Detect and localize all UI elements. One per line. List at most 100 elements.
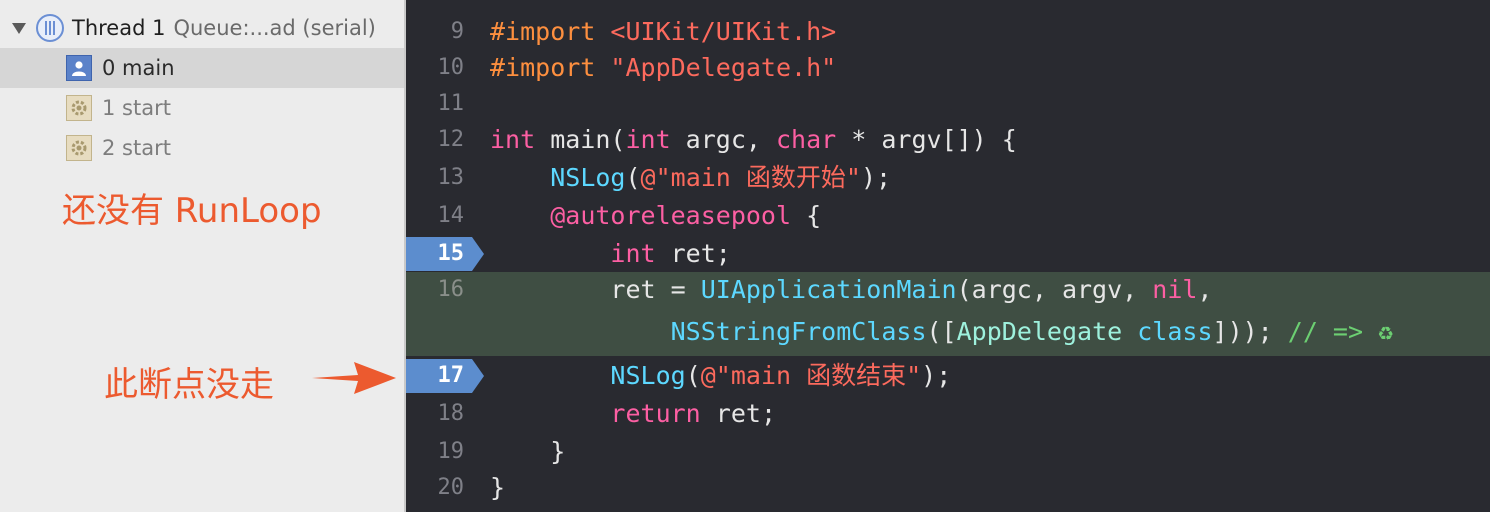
code-token: ret; <box>655 239 731 268</box>
code-line[interactable]: 16 ret = UIApplicationMain(argc, argv, n… <box>406 272 1490 308</box>
code-token: { <box>791 201 822 230</box>
line-number: 19 <box>437 439 465 464</box>
code-token: return <box>610 399 701 428</box>
stack-frame-row[interactable]: 1 start <box>0 88 404 128</box>
stack-frame-row[interactable]: 0 main <box>0 48 404 88</box>
code-line[interactable]: 15 int ret; <box>406 236 1490 272</box>
debug-navigator: Thread 1 Queue:...ad (serial) 0 main 1 s… <box>0 0 404 512</box>
code-token: (argc, argv, <box>956 275 1153 304</box>
code-text: int main(int argc, char * argv[]) { <box>490 122 1017 158</box>
code-text: return ret; <box>490 396 776 432</box>
recycle-icon: ♻ <box>1378 317 1394 346</box>
code-line[interactable]: 10 #import "AppDelegate.h" <box>406 50 1490 86</box>
line-number: 14 <box>437 203 465 228</box>
line-number: 9 <box>450 19 464 44</box>
code-token: @autoreleasepool <box>550 201 792 230</box>
code-token: } <box>490 473 506 502</box>
code-token <box>490 317 671 346</box>
code-editor[interactable]: 9 #import <UIKit/UIKit.h> 10 #import "AppDe… <box>406 0 1490 512</box>
code-line[interactable]: 14 @autoreleasepool { <box>406 198 1490 234</box>
code-text: #import <UIKit/UIKit.h> <box>490 14 836 50</box>
code-token: ); <box>921 361 952 390</box>
line-number: 10 <box>437 55 465 80</box>
code-token: ([ <box>926 317 957 346</box>
stack-frame-label: 1 start <box>102 96 171 120</box>
stack-frame-row[interactable]: 2 start <box>0 128 404 168</box>
stack-frame-label: 2 start <box>102 136 171 160</box>
code-text: int ret; <box>490 236 731 272</box>
code-token: int <box>490 125 536 154</box>
code-token: @"main 函数结束" <box>700 361 922 390</box>
code-line[interactable]: 13 NSLog(@"main 函数开始"); <box>406 160 1490 196</box>
code-text: @autoreleasepool { <box>490 198 821 234</box>
code-line[interactable]: 9 #import <UIKit/UIKit.h> <box>406 14 1490 50</box>
code-token: } <box>490 437 566 466</box>
code-token: int <box>610 239 656 268</box>
code-token: @"main 函数开始" <box>640 163 861 192</box>
code-token: "AppDelegate.h" <box>610 53 837 82</box>
code-text: NSStringFromClass([AppDelegate class]));… <box>490 314 1394 350</box>
stack-frame-label: 0 main <box>102 56 175 80</box>
code-line[interactable]: 19 } <box>406 434 1490 470</box>
line-number: 16 <box>437 277 465 302</box>
thread-queue: Queue:...ad (serial) <box>173 16 376 40</box>
gear-frame-icon <box>66 135 92 161</box>
pane-divider[interactable] <box>404 0 406 512</box>
arrow-right-icon <box>312 362 396 394</box>
thread-row[interactable]: Thread 1 Queue:...ad (serial) <box>0 8 404 48</box>
line-number: 12 <box>437 127 465 152</box>
code-token <box>490 163 550 192</box>
line-number: 15 <box>437 241 465 266</box>
code-token: <UIKit/UIKit.h> <box>610 17 837 46</box>
code-token: #import <box>490 53 611 82</box>
code-line[interactable]: 12 int main(int argc, char * argv[]) { <box>406 122 1490 158</box>
code-token: int <box>625 125 671 154</box>
code-token <box>490 361 610 390</box>
code-token <box>490 239 610 268</box>
code-token <box>490 399 610 428</box>
code-line[interactable]: 11 <box>406 86 1490 122</box>
runloop-annotation: 还没有 RunLoop <box>62 191 322 231</box>
code-token: // => <box>1287 317 1379 346</box>
thread-name: Thread 1 <box>72 16 166 40</box>
gear-frame-icon <box>66 95 92 121</box>
breakpoint-annotation: 此断点没走 <box>104 365 274 405</box>
code-token: AppDelegate <box>956 317 1123 346</box>
code-token: ret = <box>490 275 701 304</box>
code-line[interactable]: 18 return ret; <box>406 396 1490 432</box>
code-line[interactable]: NSStringFromClass([AppDelegate class]));… <box>406 314 1490 350</box>
code-token: char <box>775 125 837 154</box>
line-number: 20 <box>437 475 465 500</box>
code-line[interactable]: 20} <box>406 470 1490 506</box>
code-line[interactable]: 17 NSLog(@"main 函数结束"); <box>406 358 1490 394</box>
code-text: NSLog(@"main 函数结束"); <box>490 358 951 394</box>
code-token: argc, <box>670 125 776 154</box>
current-line-highlight <box>406 272 1490 356</box>
line-number: 18 <box>437 401 465 426</box>
code-token: ret; <box>700 399 776 428</box>
code-token <box>1122 317 1137 346</box>
code-text: } <box>490 470 505 506</box>
code-token: NSLog <box>550 163 626 192</box>
code-text: #import "AppDelegate.h" <box>490 50 836 86</box>
code-token: main( <box>535 125 626 154</box>
code-token: nil <box>1152 275 1198 304</box>
code-token: #import <box>490 17 611 46</box>
code-token: NSLog <box>610 361 686 390</box>
line-number: 13 <box>437 165 465 190</box>
code-token: ])); <box>1212 317 1288 346</box>
code-token: class <box>1137 317 1213 346</box>
code-token: ); <box>860 163 892 192</box>
code-token: ( <box>625 163 641 192</box>
code-token: * argv[]) { <box>836 125 1017 154</box>
breakpoint-marker-icon[interactable] <box>406 236 484 272</box>
thread-icon <box>36 14 64 42</box>
user-frame-icon <box>66 55 92 81</box>
code-text: NSLog(@"main 函数开始"); <box>490 160 891 196</box>
line-number: 17 <box>437 363 465 388</box>
breakpoint-marker-icon[interactable] <box>406 358 484 394</box>
code-token: ( <box>685 361 701 390</box>
code-token: UIApplicationMain <box>700 275 957 304</box>
disclosure-triangle-icon[interactable] <box>12 22 26 34</box>
code-token: , <box>1197 275 1213 304</box>
